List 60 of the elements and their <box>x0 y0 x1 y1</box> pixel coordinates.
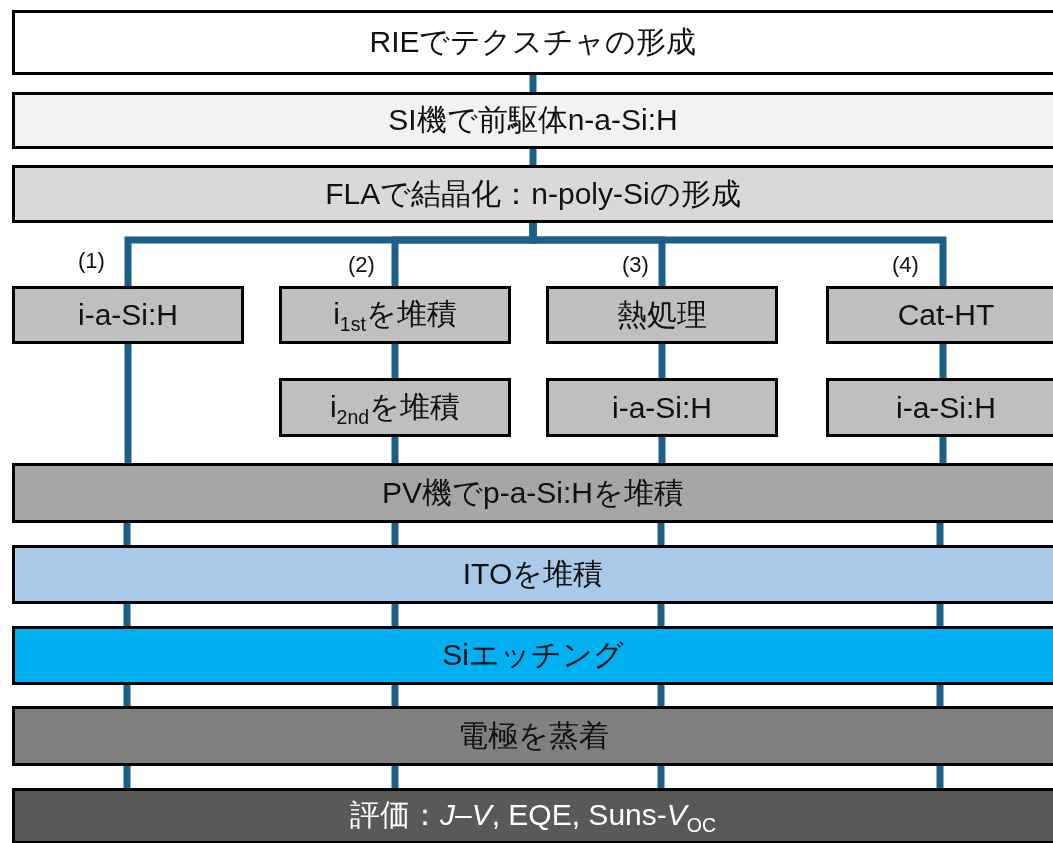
step-label: 評価：J–V, EQE, Suns-V$_{OC}$ <box>349 797 716 837</box>
step-label: i-a-Si:H <box>78 298 178 332</box>
connector-line <box>391 344 399 378</box>
step-label: Siエッチング <box>442 637 624 673</box>
connector-line <box>936 604 944 626</box>
step-label: i-a-Si:H <box>896 390 996 425</box>
process-box <box>12 463 1053 523</box>
step-label: Cat-HT <box>897 298 995 332</box>
connector-line <box>391 437 399 463</box>
connector-line <box>939 344 947 378</box>
connector-line <box>657 685 665 706</box>
process-box <box>12 10 1053 75</box>
process-box <box>279 378 511 437</box>
step-label: i-a-Si:H <box>612 390 712 425</box>
step-label: i$_{2nd}$を堆積 <box>329 388 461 429</box>
connector-line <box>529 75 537 92</box>
connector-line <box>936 766 944 788</box>
step-label: SI機で前駆体n-a-Si:H <box>388 102 678 138</box>
connector-line <box>123 523 131 545</box>
process-box <box>826 378 1053 437</box>
step-label: RIEでテクスチャの形成 <box>369 24 697 60</box>
process-box <box>12 92 1053 149</box>
connector-line <box>658 344 666 378</box>
connector-line <box>123 766 131 788</box>
connector-line <box>391 604 399 626</box>
process-box <box>546 286 778 344</box>
process-box <box>12 286 244 344</box>
connector-line <box>529 149 537 165</box>
connector-line <box>657 766 665 788</box>
branch-number: (4) <box>892 252 919 278</box>
process-box <box>12 788 1053 843</box>
connector-line <box>529 223 947 286</box>
connector-line <box>658 437 666 463</box>
process-box <box>826 286 1053 344</box>
connector-line <box>939 437 947 463</box>
step-label: FLAで結晶化：n-poly-Siの形成 <box>325 175 741 212</box>
connector-line <box>391 766 399 788</box>
process-box <box>546 378 778 437</box>
branch-number: (1) <box>78 248 105 274</box>
process-box <box>12 626 1053 685</box>
process-box <box>12 545 1053 604</box>
step-label: PV機でp-a-Si:Hを堆積 <box>381 474 684 511</box>
connector-line <box>657 604 665 626</box>
process-box <box>279 286 511 344</box>
connector-line <box>936 685 944 706</box>
connector-line <box>123 604 131 626</box>
step-label: ITOを堆積 <box>462 556 604 592</box>
step-label: 電極を蒸着 <box>457 717 609 754</box>
step-label: 熱処理 <box>617 296 707 333</box>
step-label: i$_{1st}$を堆積 <box>333 296 457 336</box>
connector-line <box>657 523 665 545</box>
branch-number: (2) <box>348 252 375 278</box>
branch-number: (3) <box>622 252 649 278</box>
connector-line <box>391 523 399 545</box>
process-box <box>12 706 1053 766</box>
connector-line <box>124 344 132 463</box>
connector-line <box>391 685 399 706</box>
connector-line <box>936 523 944 545</box>
process-box <box>12 165 1053 223</box>
connector-line <box>123 685 131 706</box>
